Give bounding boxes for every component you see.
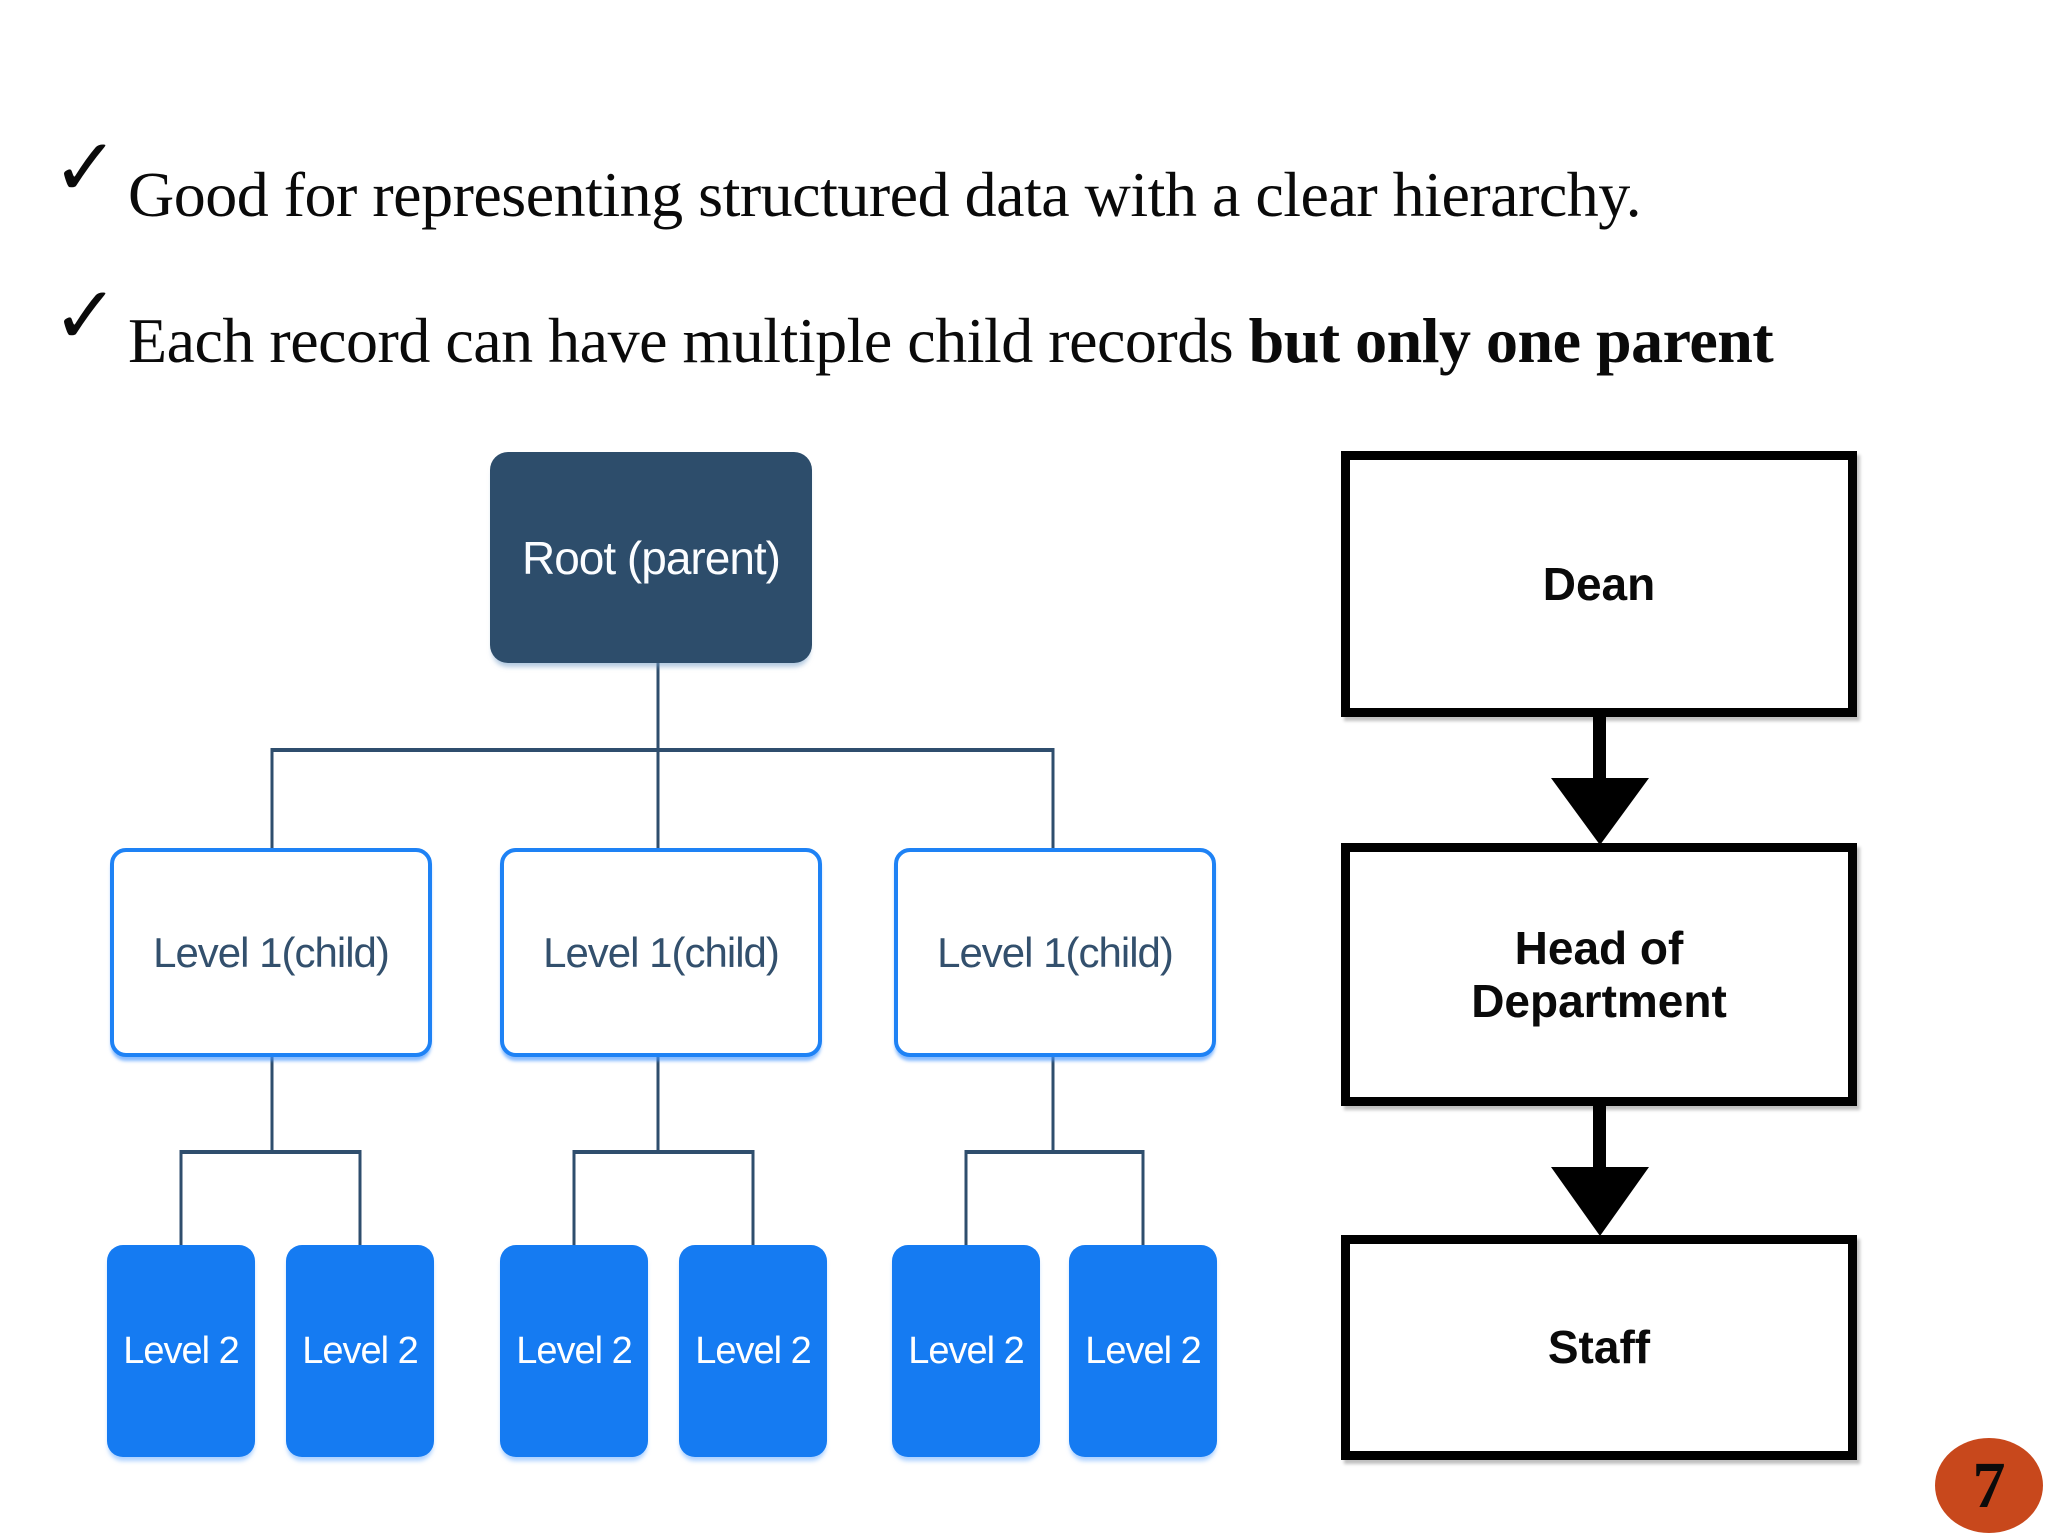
page-number: 7 xyxy=(1972,1448,2006,1522)
tree-level2-label: Level 2 xyxy=(695,1329,812,1372)
tree-level2-node: Level 2 xyxy=(1069,1245,1217,1457)
bullet-text-1: Good for representing structured data wi… xyxy=(128,159,1642,230)
orgchart-node-head-of-department: Head of Department xyxy=(1341,843,1857,1106)
tree-root-node: Root (parent) xyxy=(490,452,812,663)
arrow-down-icon xyxy=(1551,717,1649,845)
orgchart-node-staff: Staff xyxy=(1341,1235,1857,1460)
tree-level2-node: Level 2 xyxy=(107,1245,255,1457)
checkmark-icon: ✓ xyxy=(52,121,120,214)
tree-level1-node: Level 1(child) xyxy=(110,848,432,1057)
page-number-badge: 7 xyxy=(1935,1438,2043,1533)
bullet-text-2-normal: Each record can have multiple child reco… xyxy=(128,305,1249,376)
orgchart-node-label: Staff xyxy=(1547,1321,1651,1374)
tree-level2-label: Level 2 xyxy=(123,1329,240,1372)
checkmark-icon: ✓ xyxy=(52,269,120,362)
tree-level2-node: Level 2 xyxy=(500,1245,648,1457)
orgchart-node-label: Head of Department xyxy=(1471,921,1727,1027)
tree-level1-label: Level 1(child) xyxy=(153,928,390,976)
bullet-text-2: Each record can have multiple child reco… xyxy=(128,305,1774,376)
tree-level2-node: Level 2 xyxy=(679,1245,827,1457)
tree-level2-label: Level 2 xyxy=(516,1329,633,1372)
tree-level1-label: Level 1(child) xyxy=(543,928,780,976)
tree-level1-label: Level 1(child) xyxy=(937,928,1174,976)
tree-level1-node: Level 1(child) xyxy=(894,848,1216,1057)
tree-root-label: Root (parent) xyxy=(521,531,781,584)
arrow-down-icon xyxy=(1551,1106,1649,1236)
tree-level2-label: Level 2 xyxy=(302,1329,419,1372)
orgchart-node-dean: Dean xyxy=(1341,451,1857,717)
bullet-text-2-bold: but only one parent xyxy=(1248,305,1774,376)
tree-level2-node: Level 2 xyxy=(286,1245,434,1457)
tree-level2-label: Level 2 xyxy=(908,1329,1025,1372)
tree-level2-node: Level 2 xyxy=(892,1245,1040,1457)
tree-level2-label: Level 2 xyxy=(1085,1329,1202,1372)
orgchart-node-label: Dean xyxy=(1542,557,1656,610)
tree-level1-node: Level 1(child) xyxy=(500,848,822,1057)
